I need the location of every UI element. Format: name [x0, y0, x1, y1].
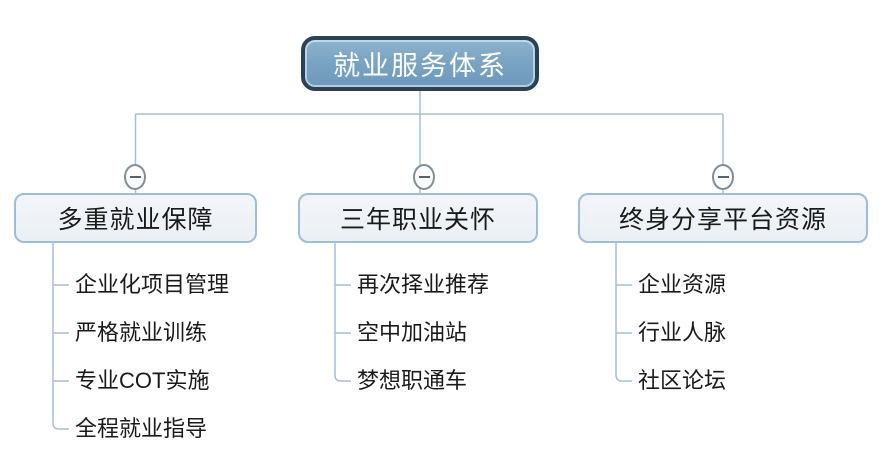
branch1-leaf-connector: [52, 243, 69, 430]
root-node[interactable]: 就业服务体系: [301, 36, 539, 91]
collapse-button-branch-1[interactable]: [124, 164, 146, 190]
branch-node-1[interactable]: 多重就业保障: [14, 193, 257, 243]
leaf-node[interactable]: 空中加油站: [357, 320, 468, 345]
branch-node-2[interactable]: 三年职业关怀: [298, 193, 538, 243]
collapse-button-branch-3[interactable]: [712, 164, 734, 190]
collapse-button-branch-2[interactable]: [413, 164, 435, 190]
root-node-label: 就业服务体系: [333, 51, 507, 81]
branch3-leaf-connector: [615, 243, 632, 382]
branch-node-label: 三年职业关怀: [339, 206, 496, 234]
leaf-node[interactable]: 行业人脉: [638, 320, 727, 345]
minus-icon: [717, 176, 729, 178]
branch-node-3[interactable]: 终身分享平台资源: [578, 193, 868, 243]
leaf-node[interactable]: 企业化项目管理: [75, 272, 230, 297]
leaf-node[interactable]: 企业资源: [638, 272, 727, 297]
leaf-node[interactable]: 专业COT实施: [75, 368, 210, 393]
branch-node-label: 多重就业保障: [57, 206, 214, 234]
leaf-node[interactable]: 梦想职通车: [357, 368, 468, 393]
minus-icon: [129, 176, 141, 178]
leaf-node[interactable]: 社区论坛: [638, 368, 727, 393]
leaf-node[interactable]: 严格就业训练: [75, 320, 208, 345]
branch-node-label: 终身分享平台资源: [618, 206, 827, 234]
leaf-node[interactable]: 再次择业推荐: [357, 272, 490, 297]
branch2-leaf-connector: [334, 243, 351, 382]
leaf-node[interactable]: 全程就业指导: [75, 416, 208, 441]
minus-icon: [418, 176, 430, 178]
